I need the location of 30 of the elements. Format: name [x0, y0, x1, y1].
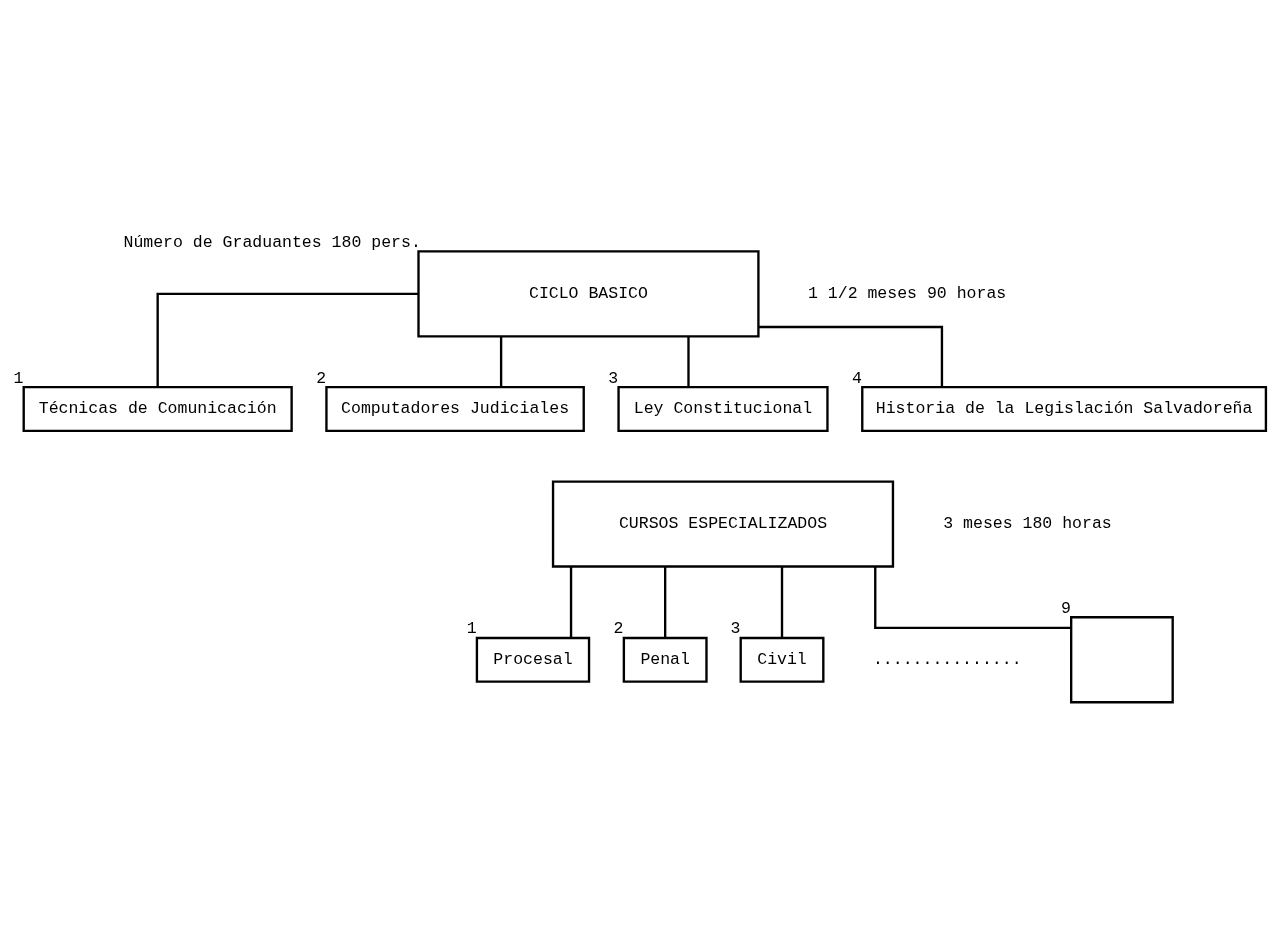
node-label: 1: [466, 618, 477, 638]
node-box: Ley Constitucional: [617, 385, 829, 432]
node-box: Procesal: [475, 636, 591, 683]
node-label: 4: [852, 368, 862, 388]
label: ...............: [872, 649, 1022, 669]
node-label: 2: [613, 618, 624, 638]
connector: [664, 566, 667, 638]
node-label: 9: [1060, 598, 1071, 618]
node-label: 3: [608, 368, 619, 388]
connector: [499, 335, 503, 387]
node-box: CURSOS ESPECIALIZADOS: [551, 479, 895, 568]
connector: [156, 292, 419, 387]
node-label: Número de Graduantes 180 pers.: [123, 232, 421, 252]
connector: [874, 566, 1072, 629]
node-box: Penal: [622, 636, 708, 683]
node-label: 3: [730, 618, 741, 638]
node-box: Computadores Judiciales: [325, 385, 585, 432]
node-box: Técnicas de Comunicación: [22, 385, 293, 432]
connector: [758, 325, 944, 387]
node-box: CICLO BASICO: [417, 249, 760, 338]
connector: [687, 335, 690, 387]
node-box: [1070, 615, 1174, 703]
node-label: 1: [13, 368, 24, 388]
node-box: Civil: [739, 636, 825, 683]
connector: [780, 566, 784, 638]
node-label: 2: [316, 368, 327, 388]
node-box: Historia de la Legislación Salvadoreña: [861, 385, 1268, 432]
label: 1 1/2 meses 90 horas: [808, 283, 1007, 303]
label: 3 meses 180 horas: [943, 513, 1112, 533]
connector: [569, 566, 573, 638]
